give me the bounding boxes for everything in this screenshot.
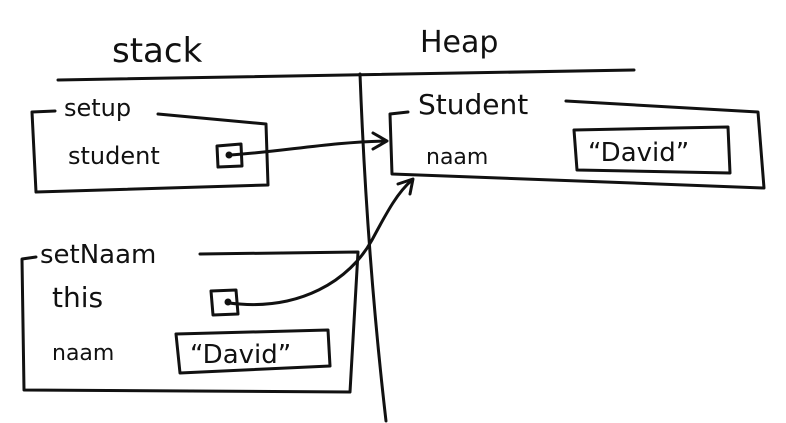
setup-frame: setup student: [30, 94, 270, 194]
stack-header: stack: [112, 31, 203, 71]
naam-parameter-value: “David”: [190, 340, 291, 370]
naam-field-value-box: [572, 125, 732, 175]
student-class-label: Student: [418, 88, 528, 121]
setup-frame-border: [30, 109, 270, 194]
student-object-border: [388, 99, 766, 190]
setNaam-frame: setNaam this naam “David”: [20, 240, 360, 394]
setNaam-frame-border: [20, 250, 360, 394]
naam-field-label: naam: [426, 145, 488, 170]
naam-parameter-value-box: [174, 328, 332, 375]
student-reference-arrowhead: [371, 131, 389, 151]
naam-field-value: “David”: [588, 138, 689, 168]
this-reference-arrow: [227, 178, 414, 306]
setNaam-frame-label: setNaam: [40, 240, 156, 270]
header-divider: [56, 68, 636, 82]
student-object: Student naam “David”: [388, 88, 766, 190]
student-reference-arrow: [228, 139, 387, 157]
student-reference-box: [215, 142, 244, 169]
student-variable-label: student: [68, 142, 160, 170]
this-variable-label: this: [52, 281, 103, 314]
this-reference-arrowhead: [396, 177, 415, 196]
this-reference-box: [209, 288, 240, 317]
naam-parameter-label: naam: [52, 341, 114, 366]
stack-heap-divider: [358, 72, 388, 423]
setup-frame-label: setup: [64, 94, 131, 122]
heap-header: Heap: [420, 25, 498, 60]
